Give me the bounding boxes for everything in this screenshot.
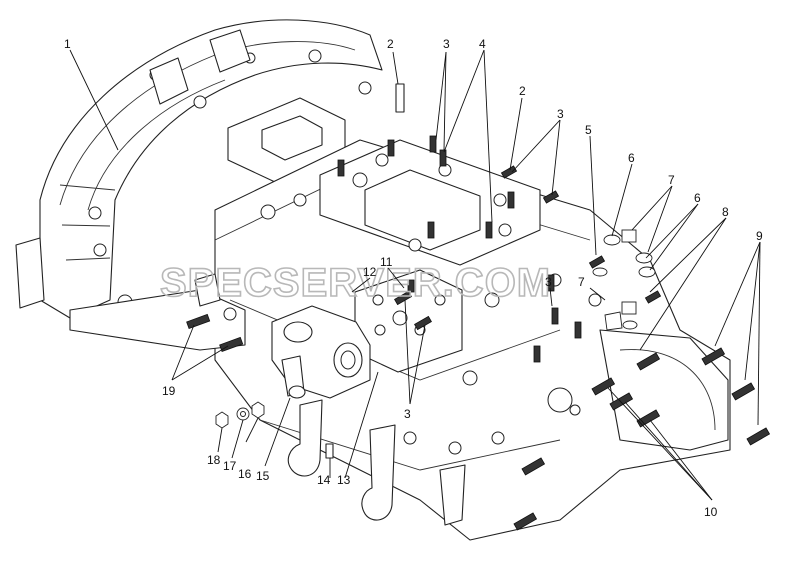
callout-labels: 1 2 3 4 2 3 5 6 7 6 8 9 11 12 3 7 19 3 1… [64, 37, 763, 519]
main-body [214, 139, 731, 541]
right-cover [547, 329, 729, 451]
callout-6-lower: 6 [694, 191, 701, 205]
callout-8: 8 [722, 205, 729, 219]
watermark-text: SPECSERVER.COM [160, 261, 551, 305]
left-arm [69, 273, 246, 351]
callout-4: 4 [479, 37, 486, 51]
callout-3-top: 3 [443, 37, 450, 51]
flange-housing [15, 19, 383, 319]
callout-17: 17 [223, 459, 237, 473]
callout-7-upper: 7 [668, 173, 675, 187]
callout-11: 11 [380, 255, 393, 269]
mounting-plate [354, 269, 463, 373]
callout-6-upper: 6 [628, 151, 635, 165]
callout-18: 18 [207, 453, 221, 467]
valve-assembly [271, 305, 371, 399]
callout-19: 19 [162, 384, 176, 398]
callout-3-right: 3 [557, 107, 564, 121]
callout-15: 15 [256, 469, 270, 483]
callout-3-mid: 3 [545, 275, 552, 289]
callout-2-right: 2 [519, 84, 526, 98]
loose-hardware [215, 401, 265, 429]
callout-16: 16 [238, 467, 252, 481]
callout-7-lower: 7 [578, 275, 585, 289]
callout-14: 14 [317, 473, 331, 487]
callout-10: 10 [704, 505, 718, 519]
callout-2-top: 2 [387, 37, 394, 51]
callout-9: 9 [756, 229, 763, 243]
callout-3-low: 3 [404, 407, 411, 421]
assembly-drawing [15, 19, 771, 541]
fittings [592, 229, 656, 331]
callout-5: 5 [585, 123, 592, 137]
callout-12: 12 [363, 265, 377, 279]
lower-levers [287, 399, 466, 526]
callout-1: 1 [64, 37, 71, 51]
leader-lines [69, 49, 761, 501]
callout-13: 13 [337, 473, 351, 487]
studs [186, 135, 771, 531]
